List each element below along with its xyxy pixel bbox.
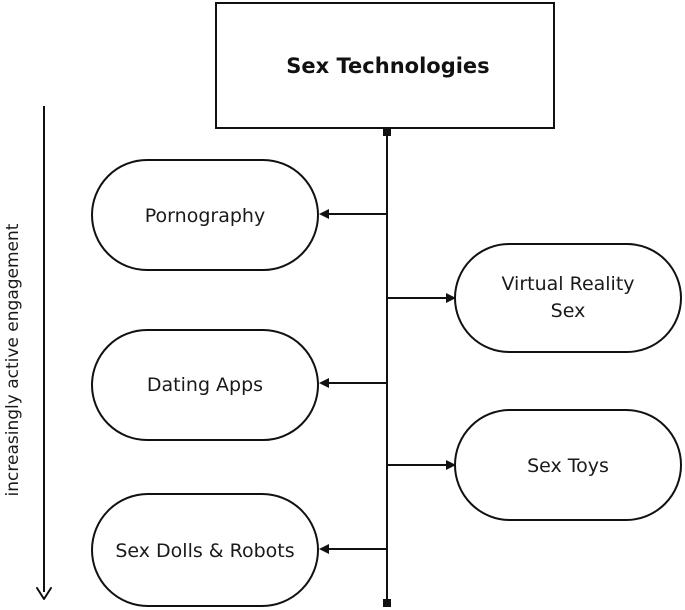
engagement-axis-label: increasingly active engagement <box>3 223 23 496</box>
node-dating-apps <box>91 329 319 441</box>
node-dating-apps-label: Dating Apps <box>147 374 263 396</box>
engagement-axis-arrowhead-icon <box>36 587 52 600</box>
node-virtual-reality-label-line1: Virtual Reality <box>501 273 634 295</box>
node-sex-toys-label: Sex Toys <box>527 455 609 477</box>
node-sex-toys <box>454 409 682 521</box>
title-label: Sex Technologies <box>286 54 489 78</box>
spine-top-terminal <box>383 128 391 136</box>
node-pornography <box>91 159 319 271</box>
node-virtual-reality-label-line2: Sex <box>551 300 586 322</box>
node-sex-dolls-robots-label: Sex Dolls & Robots <box>115 540 294 562</box>
title-box <box>215 2 555 129</box>
spine-bottom-terminal <box>383 599 391 607</box>
node-sex-dolls-robots <box>91 493 319 607</box>
node-virtual-reality-sex <box>454 243 682 353</box>
node-pornography-label: Pornography <box>145 205 265 227</box>
